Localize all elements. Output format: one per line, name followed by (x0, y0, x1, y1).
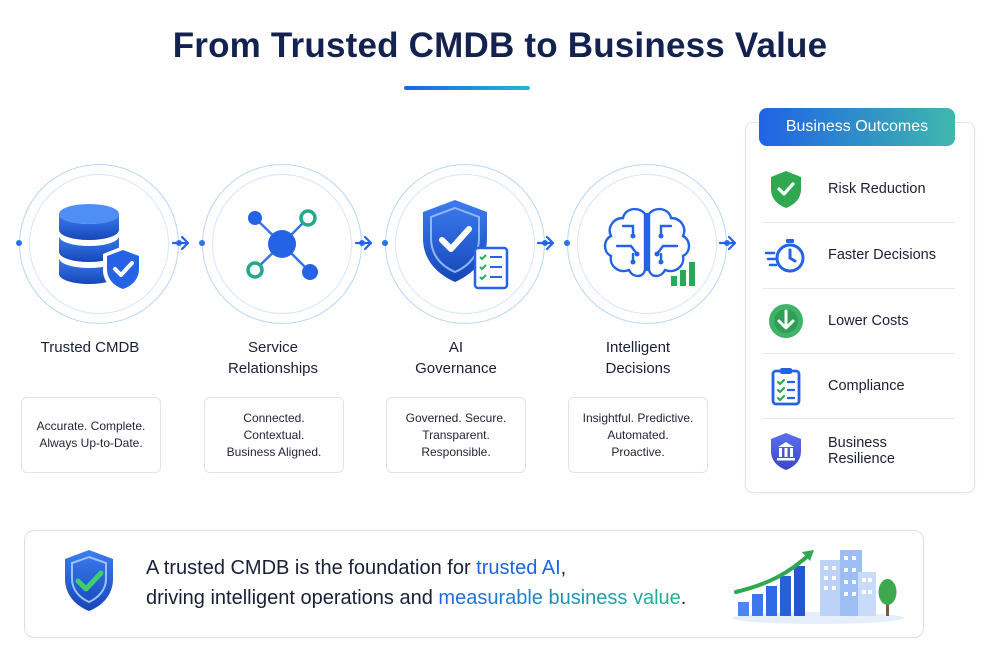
stage-description-trusted-cmdb: Accurate. Complete.Always Up-to-Date. (21, 397, 161, 473)
brain-chart-icon (603, 207, 695, 286)
arrow-right-icon (354, 235, 373, 251)
network-nodes-icon (246, 209, 318, 280)
stage-label-trusted-cmdb: Trusted CMDB (40, 339, 140, 356)
stage-intelligent-decisions (564, 164, 730, 324)
growth-city-illustration (732, 550, 904, 624)
coin-down-icon (769, 304, 803, 338)
stage-description-service-relationships: Connected.Contextual.Business Aligned. (204, 397, 344, 473)
outcome-risk-reduction: Risk Reduction (762, 157, 956, 221)
shield-building-icon (771, 433, 801, 470)
outcome-compliance: Compliance (762, 354, 956, 418)
business-outcomes-header: Business Outcomes (759, 108, 955, 146)
shield-check-icon (65, 550, 113, 611)
page-title: From Trusted CMDB to Business Value (172, 26, 828, 65)
outcome-faster-decisions: Faster Decisions (762, 223, 956, 287)
stage-description-intelligent-decisions: Insightful. Predictive.Automated.Proacti… (568, 397, 708, 473)
outcome-business-resilience: Business Resilience (762, 419, 956, 483)
shield-check-icon (771, 171, 801, 208)
database-shield-icon (59, 204, 143, 294)
stage-ai-governance (382, 164, 548, 324)
title-underline (404, 86, 530, 90)
arrow-right-icon (536, 235, 555, 251)
arrow-right-icon (171, 235, 190, 251)
shield-checklist-icon (423, 200, 509, 290)
stage-service-relationships (199, 164, 365, 324)
clipboard-checklist-icon (771, 368, 801, 406)
outcome-lower-costs: Lower Costs (762, 289, 956, 353)
stage-trusted-cmdb (16, 164, 182, 324)
stage-description-ai-governance: Governed. Secure.Transparent.Responsible… (386, 397, 526, 473)
stopwatch-icon (764, 239, 805, 273)
summary-text: A trusted CMDB is the foundation for tru… (146, 557, 687, 609)
arrow-right-icon (718, 235, 737, 251)
